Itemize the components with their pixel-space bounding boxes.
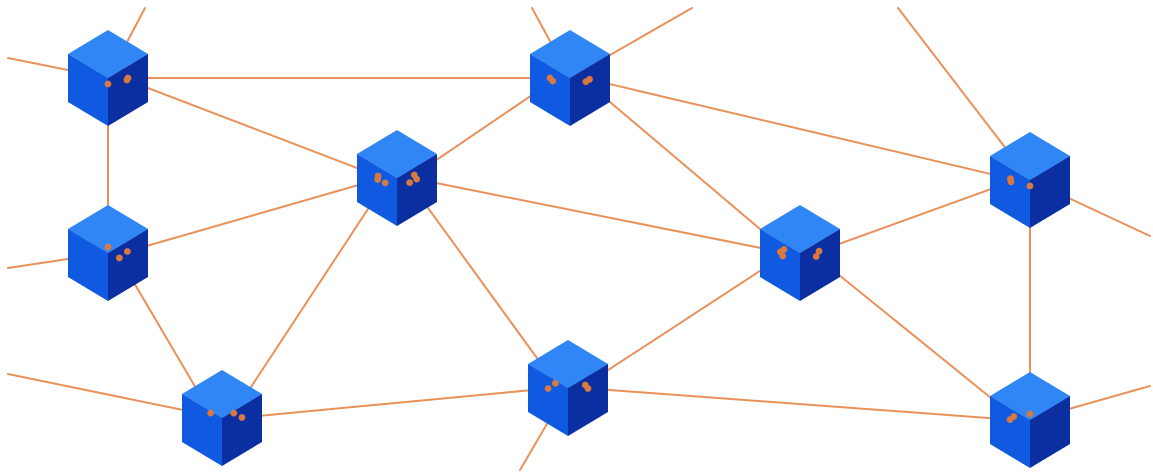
edge-n1-n3 [125, 78, 380, 178]
edge-end-dot [238, 414, 246, 421]
node-cube-n8 [528, 340, 608, 436]
edge-end-dot [207, 409, 215, 417]
edge-end-dot [551, 379, 559, 387]
cube-right-face [568, 364, 608, 436]
edge-end-dot [779, 252, 787, 260]
edge-end-dot [374, 176, 382, 183]
edge-n4-n3 [126, 178, 379, 253]
edge-end-dot [1007, 178, 1015, 186]
edge-end-dot [1026, 410, 1034, 418]
edge-end-dot [123, 248, 131, 255]
node-cube-n10 [990, 372, 1070, 468]
edge-end-dot [812, 253, 820, 260]
cube-right-face [1030, 396, 1070, 468]
edge-end-dot [586, 75, 593, 83]
edge-end-dot [1006, 416, 1014, 423]
node-cube-n6 [990, 132, 1070, 228]
cube-right-face [570, 54, 610, 126]
cube-left-face [530, 54, 570, 126]
edge-end-dot [104, 80, 112, 88]
cube-left-face [357, 154, 397, 226]
node-cube-n5 [760, 205, 840, 301]
edge-end-dot [544, 385, 552, 392]
edge-end-dot [584, 385, 592, 392]
node-cube-n4 [68, 205, 148, 301]
edge-n3-n7 [232, 181, 387, 415]
nodes-layer [68, 30, 1070, 468]
edge-end-dot [780, 245, 788, 253]
edge-n3-n5 [415, 178, 782, 253]
edge-end-dot [381, 179, 389, 187]
cube-left-face [68, 229, 108, 301]
edge-end-dot [1026, 182, 1034, 190]
node-cube-n2 [530, 30, 610, 126]
edge-n7-n8 [240, 387, 550, 419]
edge-n3-n8 [408, 181, 557, 385]
edge-end-dot [230, 409, 238, 417]
edge-end-dot [815, 247, 823, 255]
cube-right-face [108, 229, 148, 301]
edge-n2-n5 [584, 80, 786, 251]
edge-end-dot [123, 76, 131, 84]
edge-end-dot [406, 179, 414, 187]
cube-left-face [990, 156, 1030, 228]
edge-n8-n10 [586, 387, 1012, 421]
cube-left-face [68, 54, 108, 126]
cube-left-face [990, 396, 1030, 468]
edge-end-dot [413, 175, 421, 183]
edge-end-dot [104, 243, 112, 251]
cube-left-face [760, 229, 800, 301]
node-cube-n1 [68, 30, 148, 126]
edge-n6-n5 [818, 180, 1012, 253]
cube-right-face [800, 229, 840, 301]
edge-n5-n10 [815, 255, 1015, 418]
edges-layer [7, 7, 1151, 471]
edge-n5-n8 [584, 255, 784, 386]
edge-n3-n2 [413, 80, 554, 176]
edge-n2-n6 [588, 78, 1012, 180]
node-cube-n3 [357, 130, 437, 226]
edge-end-dot [115, 254, 123, 262]
edge-end-dot [549, 77, 557, 85]
cube-right-face [1030, 156, 1070, 228]
cube-right-face [108, 54, 148, 126]
cube-right-face [397, 154, 437, 226]
